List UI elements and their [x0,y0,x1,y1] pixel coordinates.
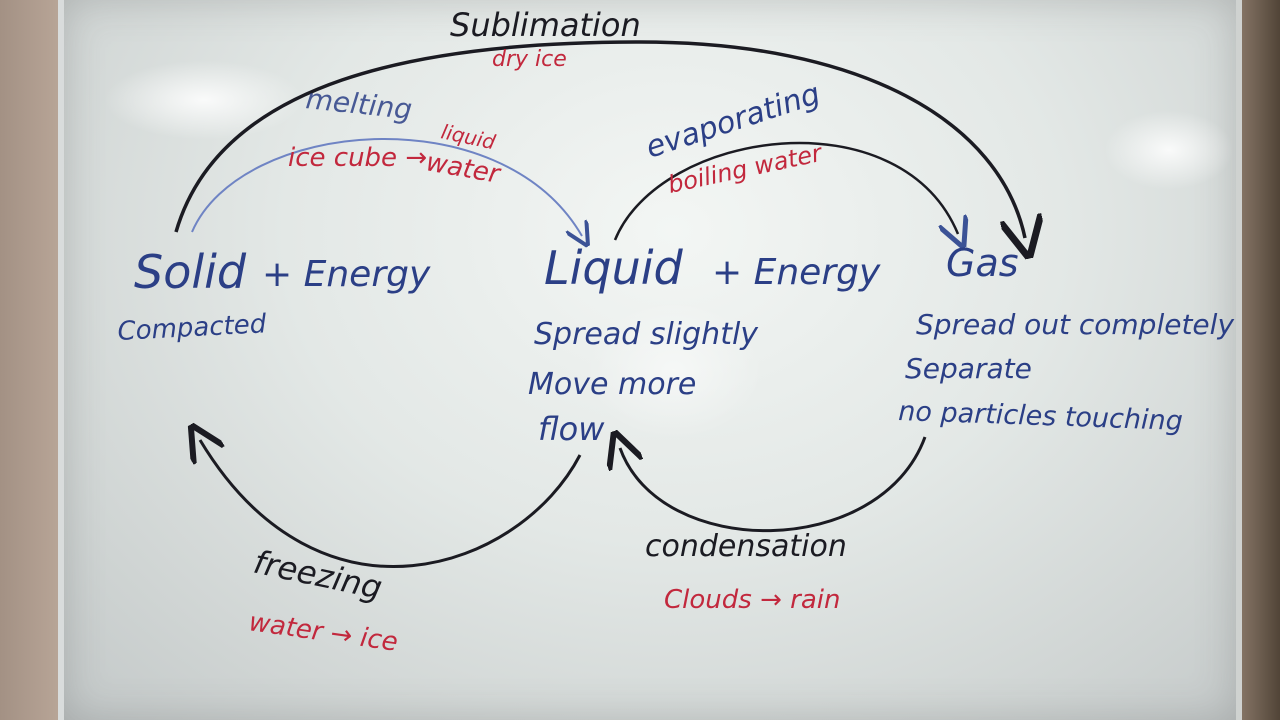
sublimation-label: Sublimation [450,6,641,44]
glare-left [104,60,304,140]
melting-arrow [191,138,582,236]
liquid-desc-1: Spread slightly [534,317,759,352]
sublimation-example: dry ice [492,47,567,72]
condensation-arrow [620,437,927,533]
glare-right [1104,110,1234,190]
freezing-example: water → ice [247,607,400,658]
liquid-energy: + Energy [712,252,881,293]
solid-energy: + Energy [262,254,431,295]
gas-desc-1: Spread out completely [916,308,1234,341]
wall-left [0,0,60,720]
gas-desc-2: Separate [905,352,1032,385]
sublimation-arrow [174,40,1025,238]
melting-label: melting [304,82,413,126]
glare-center [584,300,764,440]
condensation-example: Clouds → rain [664,585,840,615]
gas-desc-3: no particles touching [898,396,1184,437]
melting-example-right-top: liquid [439,119,498,154]
solid-name: Solid [134,245,247,299]
gas-name: Gas [946,241,1019,285]
evaporating-arrow [613,141,958,240]
liquid-desc-2: Move more [528,367,696,402]
condensation-label: condensation [645,529,847,564]
solid-desc: Compacted [117,309,268,347]
freezing-arrow [200,440,582,569]
liquid-name: Liquid [544,241,684,295]
melting-example-left: ice cube → [288,143,427,173]
whiteboard [58,0,1242,720]
liquid-desc-3: flow [538,410,605,448]
